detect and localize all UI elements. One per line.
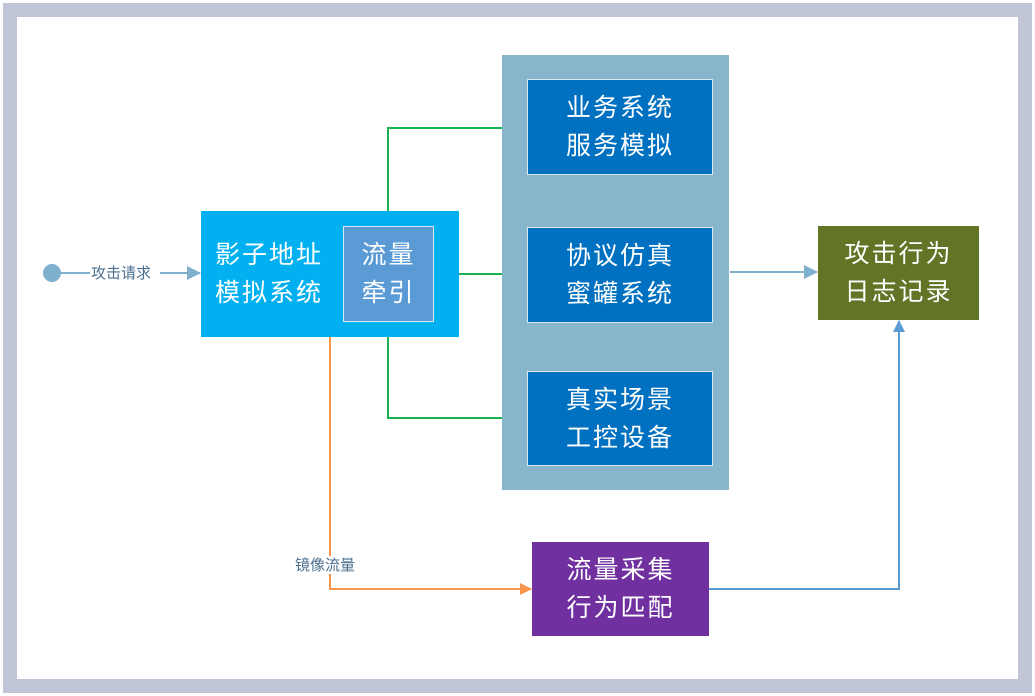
start-dot bbox=[43, 264, 61, 282]
attack-log-line-1: 攻击行为 bbox=[844, 239, 953, 268]
business-service-sim-node[interactable]: 业务系统 服务模拟 bbox=[527, 79, 713, 175]
real-scene-ics-node[interactable]: 真实场景 工控设备 bbox=[527, 371, 713, 466]
traffic-redirect-line-1: 流量 bbox=[361, 240, 416, 269]
traffic-capture-line-2: 行为匹配 bbox=[566, 593, 675, 622]
traffic-capture-line-1: 流量采集 bbox=[566, 555, 675, 584]
shadow-system-line-1: 影子地址 bbox=[215, 240, 324, 269]
protocol-honeypot-line-1: 协议仿真 bbox=[565, 241, 674, 270]
edge-capture-to-log bbox=[709, 320, 905, 590]
protocol-honeypot-node[interactable]: 协议仿真 蜜罐系统 bbox=[527, 227, 713, 323]
traffic-redirect-line-2: 牵引 bbox=[361, 278, 416, 307]
edge-label-attack-request: 攻击请求 bbox=[90, 264, 153, 282]
traffic-capture-node[interactable]: 流量采集 行为匹配 bbox=[532, 542, 709, 636]
real-scene-line-2: 工控设备 bbox=[565, 422, 674, 452]
traffic-redirect-node[interactable]: 流量 牵引 bbox=[343, 226, 434, 322]
shadow-system-line-2: 模拟系统 bbox=[215, 278, 324, 307]
protocol-honeypot-line-2: 蜜罐系统 bbox=[565, 279, 674, 308]
edge-redirect-to-realscene bbox=[387, 322, 527, 423]
edge-redirect-to-business bbox=[387, 123, 527, 226]
edge-mirror-traffic bbox=[329, 337, 532, 595]
attack-log-node[interactable]: 攻击行为 日志记录 bbox=[818, 226, 979, 320]
real-scene-line-1: 真实场景 bbox=[565, 384, 674, 414]
business-sim-line-2: 服务模拟 bbox=[565, 131, 674, 160]
edge-label-mirror-traffic: 镜像流量 bbox=[294, 556, 357, 574]
attack-log-line-2: 日志记录 bbox=[844, 277, 953, 306]
business-sim-line-1: 业务系统 bbox=[565, 93, 674, 122]
